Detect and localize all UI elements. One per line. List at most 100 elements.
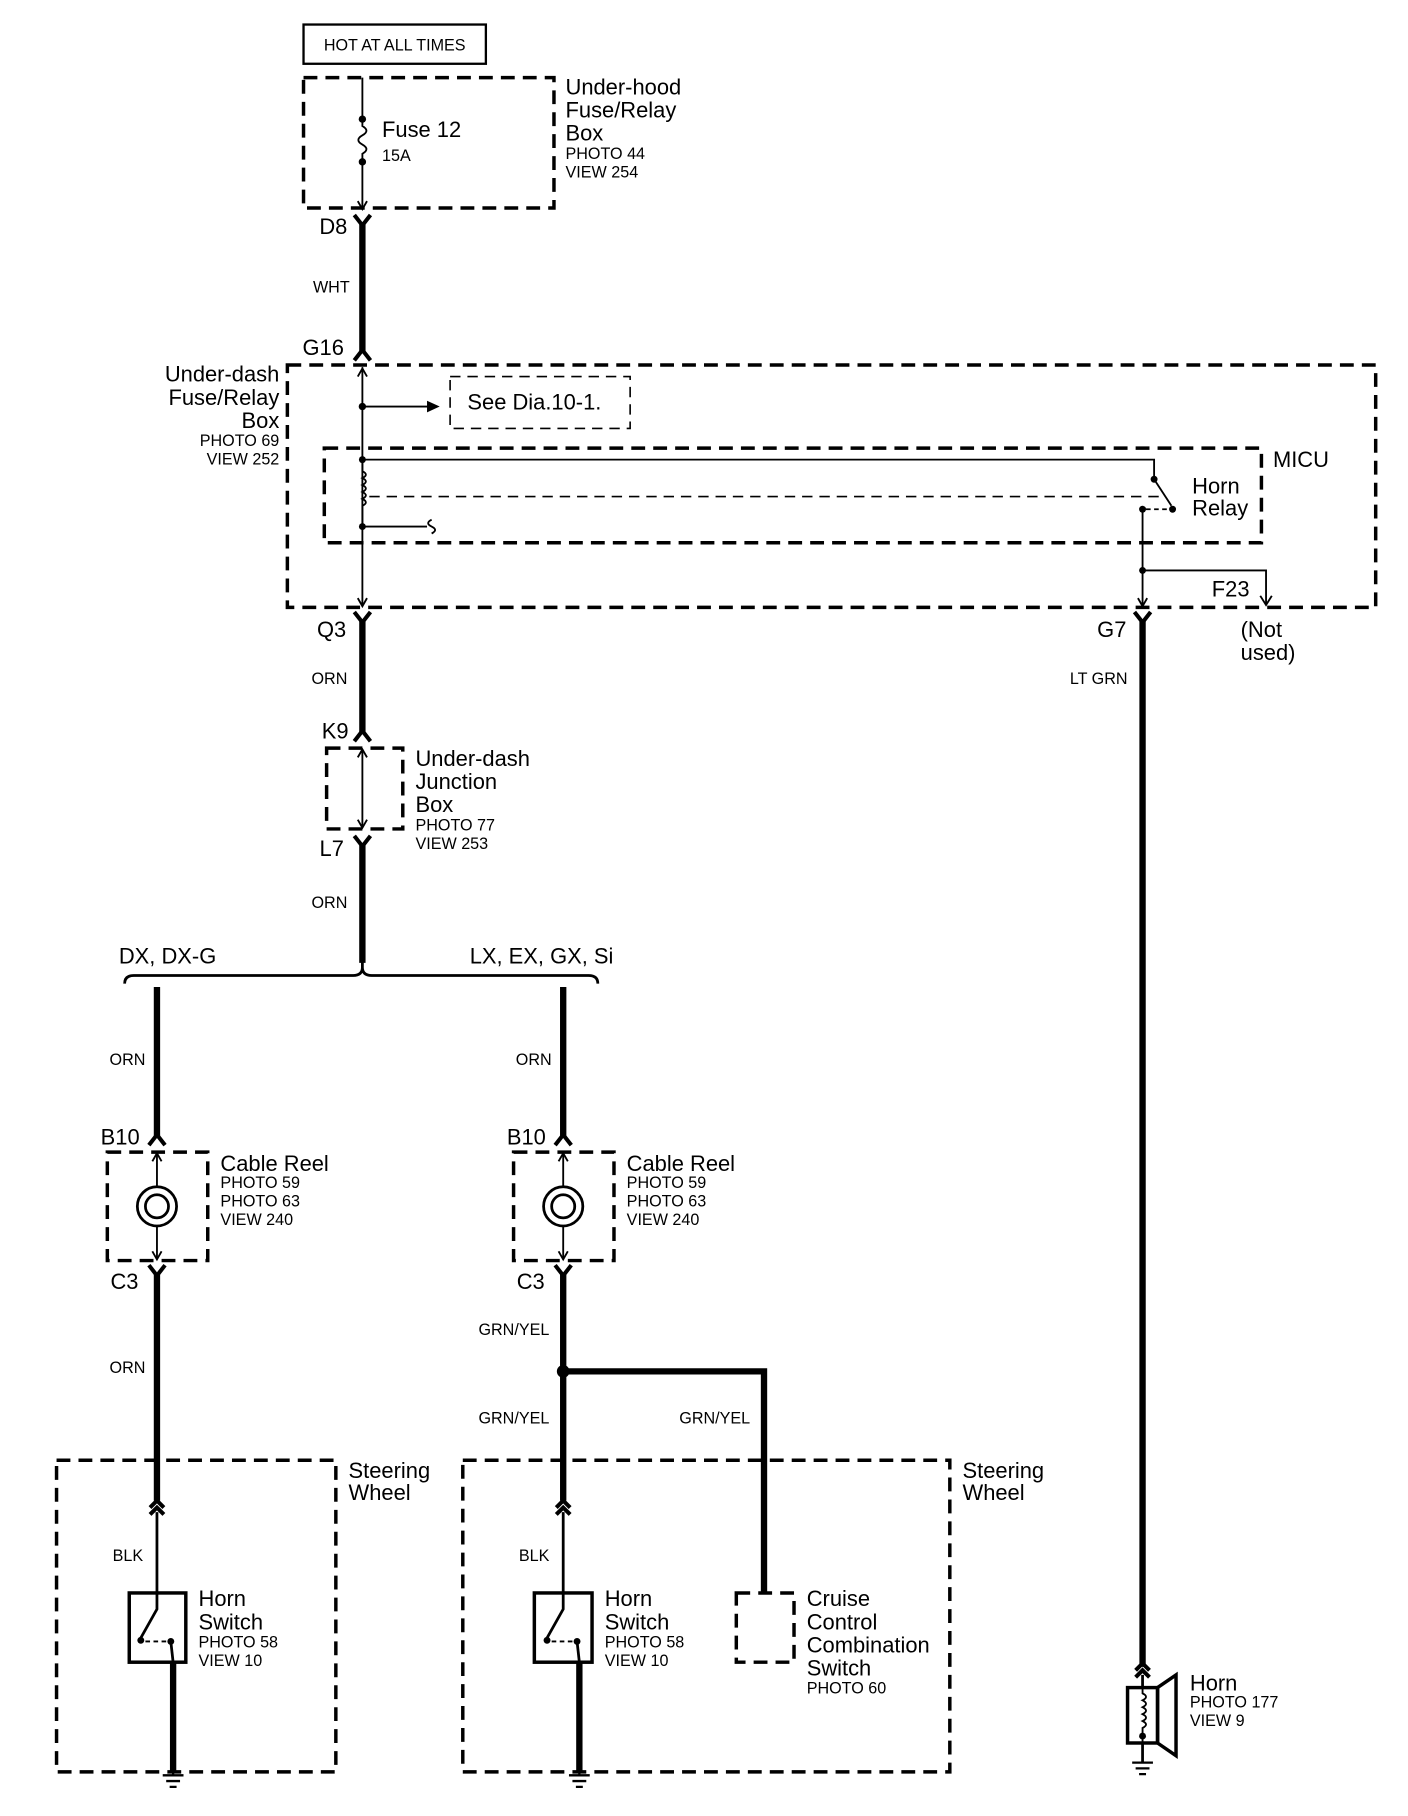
cable-reel-photo-ref: PHOTO 59 bbox=[220, 1174, 300, 1192]
micu-label: MICU bbox=[1273, 447, 1329, 472]
variant-split-brace bbox=[123, 960, 600, 984]
arrow-up-icon bbox=[557, 1151, 569, 1162]
relay-name-line: Horn bbox=[1192, 474, 1239, 499]
wire-color-orn: ORN bbox=[516, 1051, 552, 1069]
arrow-down-icon bbox=[1137, 597, 1148, 609]
cable-reel-outer-ring bbox=[542, 1185, 585, 1228]
fuse-rating: 15A bbox=[382, 147, 411, 165]
connector-icon bbox=[1134, 1660, 1151, 1679]
underdash-box-view-ref: VIEW 252 bbox=[207, 451, 280, 469]
cable-reel-view-ref: VIEW 240 bbox=[220, 1211, 293, 1229]
cable-reel-view-ref: VIEW 240 bbox=[627, 1211, 700, 1229]
underhood-fuse-relay-box-group: Fuse 12 15A Under-hood Fuse/Relay Box PH… bbox=[301, 74, 681, 212]
horn-switch-blade bbox=[139, 1592, 159, 1639]
underdash-fuse-relay-box-group: Under-dash Fuse/Relay Box PHOTO 69 VIEW … bbox=[165, 362, 1378, 610]
underhood-box-title-line: Fuse/Relay bbox=[566, 97, 677, 122]
cable-reel-photo-ref: PHOTO 63 bbox=[627, 1193, 707, 1211]
steering-wheel-box bbox=[54, 1458, 338, 1774]
arrow-up-icon bbox=[356, 366, 368, 377]
ground-icon bbox=[162, 1769, 184, 1788]
horn-switch-contact-dot bbox=[543, 1636, 551, 1644]
cable-reel-outer-ring bbox=[135, 1185, 178, 1228]
cruise-switch-name-line: Switch bbox=[807, 1655, 872, 1680]
connector-q3-icon bbox=[352, 610, 373, 626]
variant-label-left: DX, DX-G bbox=[119, 943, 216, 968]
connector-b10-label: B10 bbox=[101, 1125, 140, 1150]
cable-reel-photo-ref: PHOTO 63 bbox=[220, 1193, 300, 1211]
arrow-down-icon bbox=[1259, 595, 1273, 607]
connector-d8-icon bbox=[352, 213, 373, 229]
arrow-down-icon bbox=[151, 1250, 163, 1262]
steering-wheel-label: Wheel bbox=[963, 1480, 1025, 1505]
junction-box-view-ref: VIEW 253 bbox=[415, 835, 488, 853]
underhood-box-title-line: Box bbox=[566, 121, 604, 146]
cable-reel-inner-ring bbox=[550, 1193, 577, 1220]
wire-color-lt-grn: LT GRN bbox=[1070, 670, 1128, 688]
wire-color-wht: WHT bbox=[313, 279, 350, 297]
branch-right: ORN B10 Cable Reel PHOTO 59 PHOTO 63 VIE… bbox=[461, 987, 1044, 1788]
connector-k9-icon bbox=[352, 727, 373, 743]
horn-switch-contact-dot bbox=[137, 1636, 145, 1644]
horn-coil bbox=[1140, 1687, 1147, 1743]
arrow-down-icon bbox=[557, 1250, 569, 1262]
connector-c3-label: C3 bbox=[110, 1269, 138, 1294]
cruise-switch-photo-ref: PHOTO 60 bbox=[807, 1680, 887, 1698]
cable-reel-box bbox=[105, 1150, 210, 1263]
wire-color-orn: ORN bbox=[312, 670, 348, 688]
relay-switch-blade bbox=[1153, 478, 1173, 507]
fuse-icon bbox=[357, 119, 368, 162]
wire-color-grn-yel: GRN/YEL bbox=[478, 1410, 549, 1428]
horn-flare bbox=[1155, 1671, 1178, 1759]
junction-box-title-line: Under-dash bbox=[415, 746, 529, 771]
junction-box-photo-ref: PHOTO 77 bbox=[415, 816, 495, 834]
see-reference-box bbox=[449, 375, 631, 430]
horn-switch-icon bbox=[532, 1591, 594, 1664]
connector-f23-label: F23 bbox=[1212, 576, 1250, 601]
hot-at-all-times-label: HOT AT ALL TIMES bbox=[324, 36, 466, 54]
f23-branch-wire bbox=[1142, 569, 1267, 606]
horn-switch-out bbox=[169, 1641, 175, 1663]
steering-wheel-label: Steering bbox=[349, 1458, 431, 1483]
connector-q3-label: Q3 bbox=[317, 617, 346, 642]
wire-q3-k9-group: Q3 ORN K9 bbox=[312, 610, 373, 743]
arrow-down-icon bbox=[356, 200, 368, 212]
variant-label-right: LX, EX, GX, Si bbox=[470, 943, 614, 968]
cruise-switch-name-line: Cruise bbox=[807, 1586, 870, 1611]
wire-color-grn-yel: GRN/YEL bbox=[478, 1321, 549, 1339]
connector-icon bbox=[148, 1497, 166, 1516]
connector-g7-icon bbox=[1132, 610, 1153, 626]
horn-switch-photo-ref: PHOTO 58 bbox=[605, 1634, 685, 1652]
cable-reel-photo-ref: PHOTO 59 bbox=[627, 1174, 707, 1192]
cable-reel-name: Cable Reel bbox=[220, 1151, 328, 1176]
horn-name: Horn bbox=[1190, 1670, 1237, 1695]
cruise-switch-name-line: Control bbox=[807, 1609, 878, 1634]
wire-color-orn: ORN bbox=[312, 894, 348, 912]
fuse-terminal-dot bbox=[358, 115, 367, 123]
relay-switch-icon bbox=[1139, 475, 1177, 513]
connector-icon bbox=[554, 1497, 572, 1516]
micu-box bbox=[322, 446, 1264, 545]
horn-switch-name-line: Horn bbox=[199, 1586, 246, 1611]
horn-switch-view-ref: VIEW 10 bbox=[605, 1652, 669, 1670]
underhood-box-view-ref: VIEW 254 bbox=[566, 163, 639, 181]
underdash-box-title-line: Under-dash bbox=[165, 362, 279, 387]
underdash-box-photo-ref: PHOTO 69 bbox=[200, 432, 280, 450]
connector-c3-icon bbox=[147, 1263, 167, 1279]
arrow-down-icon bbox=[356, 597, 368, 609]
connector-d8-label: D8 bbox=[319, 214, 347, 239]
underdash-fuse-relay-box bbox=[285, 363, 1378, 610]
connector-c3-label: C3 bbox=[517, 1269, 545, 1294]
connector-l7-label: L7 bbox=[320, 836, 344, 861]
wire-grn-yel-to-cruise bbox=[563, 1368, 768, 1593]
wire-color-grn-yel: GRN/YEL bbox=[679, 1410, 750, 1428]
arrow-right-icon bbox=[427, 400, 440, 413]
horn-view-ref: VIEW 9 bbox=[1190, 1712, 1245, 1730]
horn-switch-name-line: Horn bbox=[605, 1586, 652, 1611]
fuse-name: Fuse 12 bbox=[382, 117, 461, 142]
steering-wheel-label: Wheel bbox=[349, 1480, 411, 1505]
connector-g16-icon bbox=[352, 346, 373, 362]
ground-icon bbox=[568, 1769, 590, 1788]
cable-reel-name: Cable Reel bbox=[627, 1151, 735, 1176]
arrow-down-icon bbox=[356, 819, 368, 830]
